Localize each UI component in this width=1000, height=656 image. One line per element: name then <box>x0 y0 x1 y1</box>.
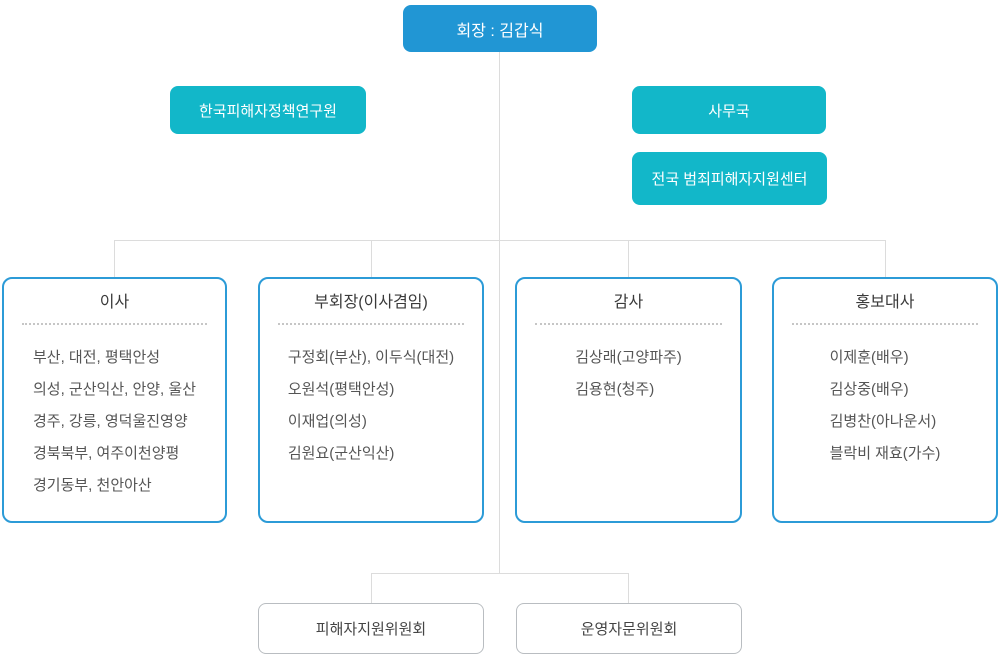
research-institute-label: 한국피해자정책연구원 <box>198 102 337 120</box>
list-item: 부산, 대전, 평택안성 <box>32 349 161 366</box>
list-item: 오원석(평택안성) <box>287 381 395 398</box>
connector-drop-vice-chairman <box>371 240 372 277</box>
card-ambassadors: 홍보대사 이제훈(배우) 김상중(배우) 김병찬(아나운서) 블락비 재효(가수… <box>772 277 998 523</box>
committee-operations-advisory: 운영자문위원회 <box>516 603 742 654</box>
support-center-label: 전국 범죄피해자지원센터 <box>651 171 808 188</box>
list-item: 김병찬(아나운서) <box>829 413 937 430</box>
list-item: 구정회(부산), 이두식(대전) <box>287 349 455 366</box>
card-auditors: 감사 김상래(고양파주) 김용현(청주) <box>515 277 742 523</box>
card-ambassadors-title: 홍보대사 <box>855 294 915 311</box>
card-directors-divider <box>22 323 207 325</box>
connector-drop-ambassadors <box>885 240 886 277</box>
list-item: 김상중(배우) <box>829 381 909 398</box>
list-item: 김원요(군산익산) <box>287 445 395 462</box>
list-item: 김용현(청주) <box>575 381 655 398</box>
list-item: 김상래(고양파주) <box>575 349 682 366</box>
list-item: 이재업(의성) <box>287 413 367 430</box>
connector-bottom-horizontal <box>371 573 629 574</box>
card-vice-chairman-divider <box>278 323 464 325</box>
card-auditors-title: 감사 <box>613 294 644 311</box>
list-item: 의성, 군산익산, 안양, 울산 <box>32 381 196 398</box>
card-directors: 이사 부산, 대전, 평택안성 의성, 군산익산, 안양, 울산 경주, 강릉,… <box>2 277 227 523</box>
card-vice-chairman: 부회장(이사겸임) 구정회(부산), 이두식(대전) 오원석(평택안성) 이재업… <box>258 277 484 523</box>
list-item: 블락비 재효(가수) <box>829 445 941 462</box>
committee-victim-support-label: 피해자지원위원회 <box>315 621 427 638</box>
chairman-box: 회장 : 김갑식 <box>403 5 597 52</box>
list-item: 경북북부, 여주이천양평 <box>32 445 180 462</box>
committee-victim-support: 피해자지원위원회 <box>258 603 484 654</box>
connector-top-horizontal <box>114 240 886 241</box>
card-vice-chairman-title: 부회장(이사겸임) <box>314 294 428 311</box>
secretariat-label: 사무국 <box>708 102 750 120</box>
committee-operations-advisory-label: 운영자문위원회 <box>580 621 678 638</box>
chairman-label: 회장 : 김갑식 <box>456 22 544 40</box>
connector-drop-directors <box>114 240 115 277</box>
support-center-box: 전국 범죄피해자지원센터 <box>632 152 827 205</box>
list-item: 경주, 강릉, 영덕울진영양 <box>32 413 188 430</box>
secretariat-box: 사무국 <box>632 86 826 134</box>
list-item: 경기동부, 천안아산 <box>32 477 152 494</box>
connector-drop-auditors <box>628 240 629 277</box>
card-auditors-divider <box>535 323 722 325</box>
research-institute-box: 한국피해자정책연구원 <box>170 86 366 134</box>
connector-drop-support-committee <box>371 573 372 603</box>
card-ambassadors-divider <box>792 323 978 325</box>
list-item: 이제훈(배우) <box>829 349 909 366</box>
connector-drop-advisory-committee <box>628 573 629 603</box>
connector-center-vertical <box>499 52 500 573</box>
card-directors-title: 이사 <box>99 294 130 311</box>
